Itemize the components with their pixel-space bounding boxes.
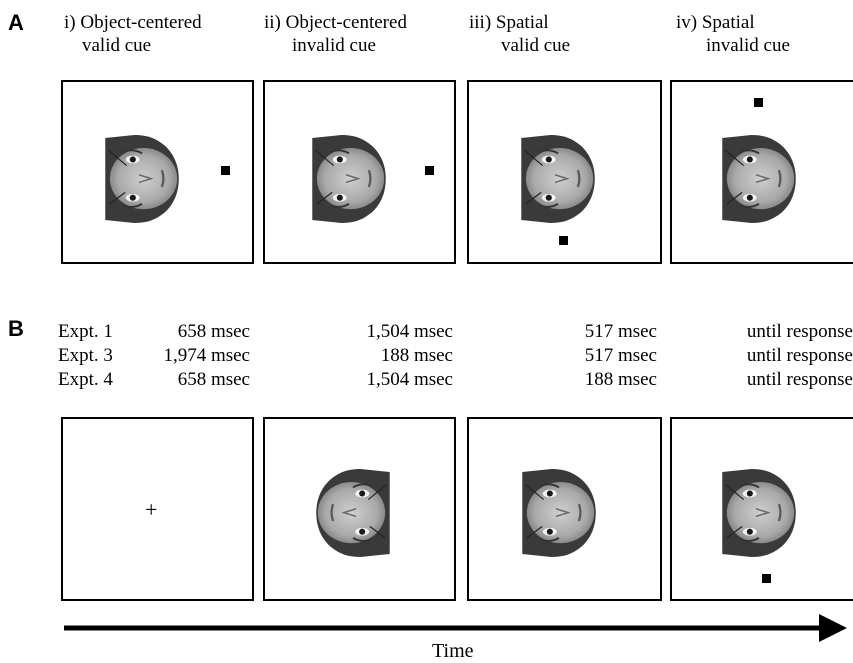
face-image (720, 135, 798, 223)
condition-label-spatial-invalid: iv) Spatial invalid cue (676, 11, 790, 57)
duration-value: 188 msec (380, 345, 453, 366)
duration-value: 1,504 msec (366, 321, 453, 342)
condition-label-line1: i) Object-centered (64, 12, 202, 33)
stimulus-box-spatial-valid (467, 80, 662, 264)
time-arrow (64, 614, 847, 642)
target-square (762, 574, 771, 583)
face-image (718, 469, 800, 557)
condition-label-line1: iv) Spatial (676, 12, 755, 33)
experiment-name: Expt. 1 (58, 321, 113, 342)
face-image (309, 469, 397, 557)
experiment-name: Expt. 3 (58, 345, 113, 366)
time-axis-label: Time (432, 640, 474, 662)
sequence-box-rotated-face (467, 417, 662, 601)
duration-value: 658 msec (177, 321, 250, 342)
duration-value: 658 msec (177, 369, 250, 390)
duration-value: until response (746, 345, 853, 366)
condition-label-line1: iii) Spatial (469, 12, 549, 33)
condition-label-object-invalid: ii) Object-centered invalid cue (264, 11, 407, 57)
cue-square (221, 166, 230, 175)
sequence-box-face (263, 417, 456, 601)
experiment-name: Expt. 4 (58, 369, 113, 390)
face-image (103, 135, 181, 223)
duration-value: 1,974 msec (163, 345, 250, 366)
condition-label-line1: ii) Object-centered (264, 12, 407, 33)
stimulus-box-object-valid (61, 80, 254, 264)
condition-label-line2: invalid cue (292, 35, 376, 56)
duration-value: 517 msec (584, 321, 657, 342)
panel-a-letter: A (8, 10, 24, 35)
sequence-box-target (670, 417, 853, 601)
condition-label-object-valid: i) Object-centered valid cue (64, 11, 202, 57)
duration-value: 517 msec (584, 345, 657, 366)
duration-value: 188 msec (584, 369, 657, 390)
duration-column-rotated-face: 517 msec 517 msec 188 msec (530, 320, 657, 392)
duration-value: until response (746, 321, 853, 342)
duration-column-face: 1,504 msec 188 msec 1,504 msec (320, 320, 453, 392)
stimulus-box-object-invalid (263, 80, 456, 264)
face-image (515, 469, 603, 557)
duration-value: until response (746, 369, 853, 390)
condition-label-line2: valid cue (82, 35, 152, 56)
cue-square (754, 98, 763, 107)
duration-value: 1,504 msec (366, 369, 453, 390)
duration-column-target: until response until response until resp… (700, 320, 853, 392)
face-image (519, 135, 597, 223)
cue-square (425, 166, 434, 175)
cue-square (559, 236, 568, 245)
duration-column-fixation: 658 msec 1,974 msec 658 msec (120, 320, 250, 392)
experiment-names: Expt. 1 Expt. 3 Expt. 4 (58, 320, 113, 392)
stimulus-box-spatial-invalid (670, 80, 853, 264)
condition-label-line2: invalid cue (706, 35, 790, 56)
fixation-cross: + (145, 497, 158, 522)
condition-label-line2: valid cue (501, 35, 571, 56)
face-image (310, 135, 388, 223)
panel-b-letter: B (8, 316, 24, 341)
sequence-box-fixation: + (61, 417, 254, 601)
condition-label-spatial-valid: iii) Spatial valid cue (469, 11, 570, 57)
